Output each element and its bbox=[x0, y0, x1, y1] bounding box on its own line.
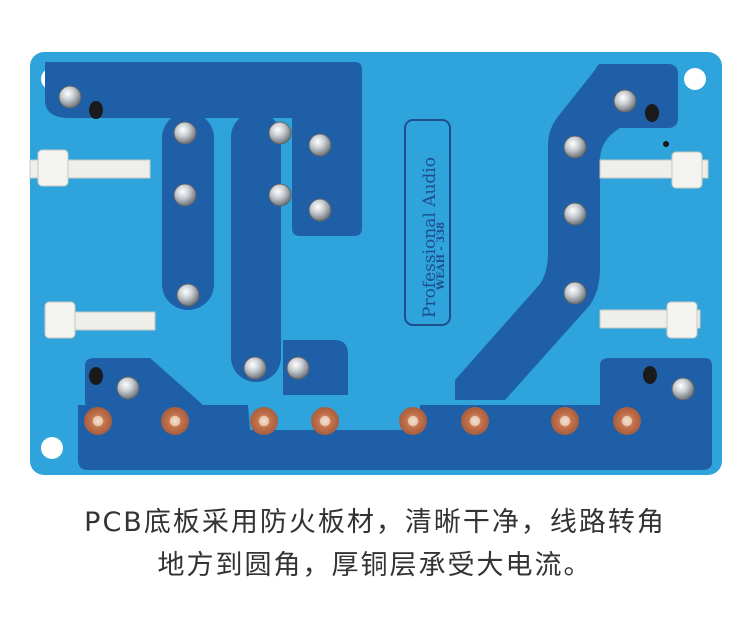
board-model-text: WEAH - 338 bbox=[436, 222, 447, 291]
solder-joints bbox=[58, 85, 695, 401]
board-brand-text: Professional Audio bbox=[420, 157, 440, 318]
silkscreen-box bbox=[404, 119, 451, 326]
caption-line-1: PCB底板采用防火板材，清晰干净，线路转角 bbox=[84, 507, 666, 538]
mounting-hole bbox=[684, 68, 706, 90]
pcb-photo: Professional Audio WEAH - 338 bbox=[29, 52, 722, 475]
zip-tie-left-top bbox=[29, 149, 151, 187]
black-components bbox=[89, 101, 669, 385]
zip-tie-right-bottom bbox=[599, 301, 701, 339]
copper-pads bbox=[84, 407, 641, 435]
caption-line-2: 地方到圆角，厚铜层承受大电流。 bbox=[157, 550, 593, 581]
zip-tie-right-top bbox=[599, 151, 709, 189]
mounting-hole bbox=[41, 437, 63, 459]
zip-tie-left-bottom bbox=[44, 301, 156, 339]
